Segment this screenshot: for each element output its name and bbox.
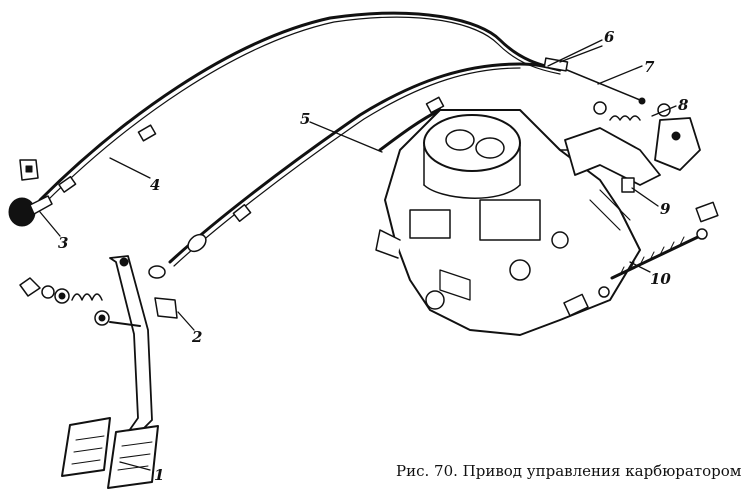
- adjusting-screw: [563, 201, 719, 317]
- callout-6: 6: [604, 28, 615, 46]
- callout-4: 4: [150, 176, 160, 194]
- callout-2: 2: [191, 328, 202, 346]
- callout-3: 3: [58, 234, 68, 252]
- leader-lines: [39, 39, 677, 471]
- callout-5: 5: [300, 110, 310, 128]
- cable-end-fittings: [543, 57, 646, 105]
- figure-caption: Рис. 70. Привод управления карбюратором: [396, 462, 741, 480]
- choke-cable: [38, 11, 562, 205]
- accelerator-pedal: [61, 255, 159, 489]
- choke-knob: [8, 159, 53, 227]
- callout-8: 8: [678, 96, 689, 114]
- carburetor-control-drive-diagram: 1 2 3 4 5 6 7 8 9 10: [8, 11, 719, 489]
- callout-9: 9: [660, 200, 671, 218]
- accelerator-cable: [148, 62, 562, 279]
- callout-10: 10: [650, 270, 671, 288]
- callout-1: 1: [154, 466, 164, 484]
- throttle-bracket: [564, 101, 701, 193]
- callout-7: 7: [644, 58, 655, 76]
- pedal-small-parts: [19, 277, 178, 326]
